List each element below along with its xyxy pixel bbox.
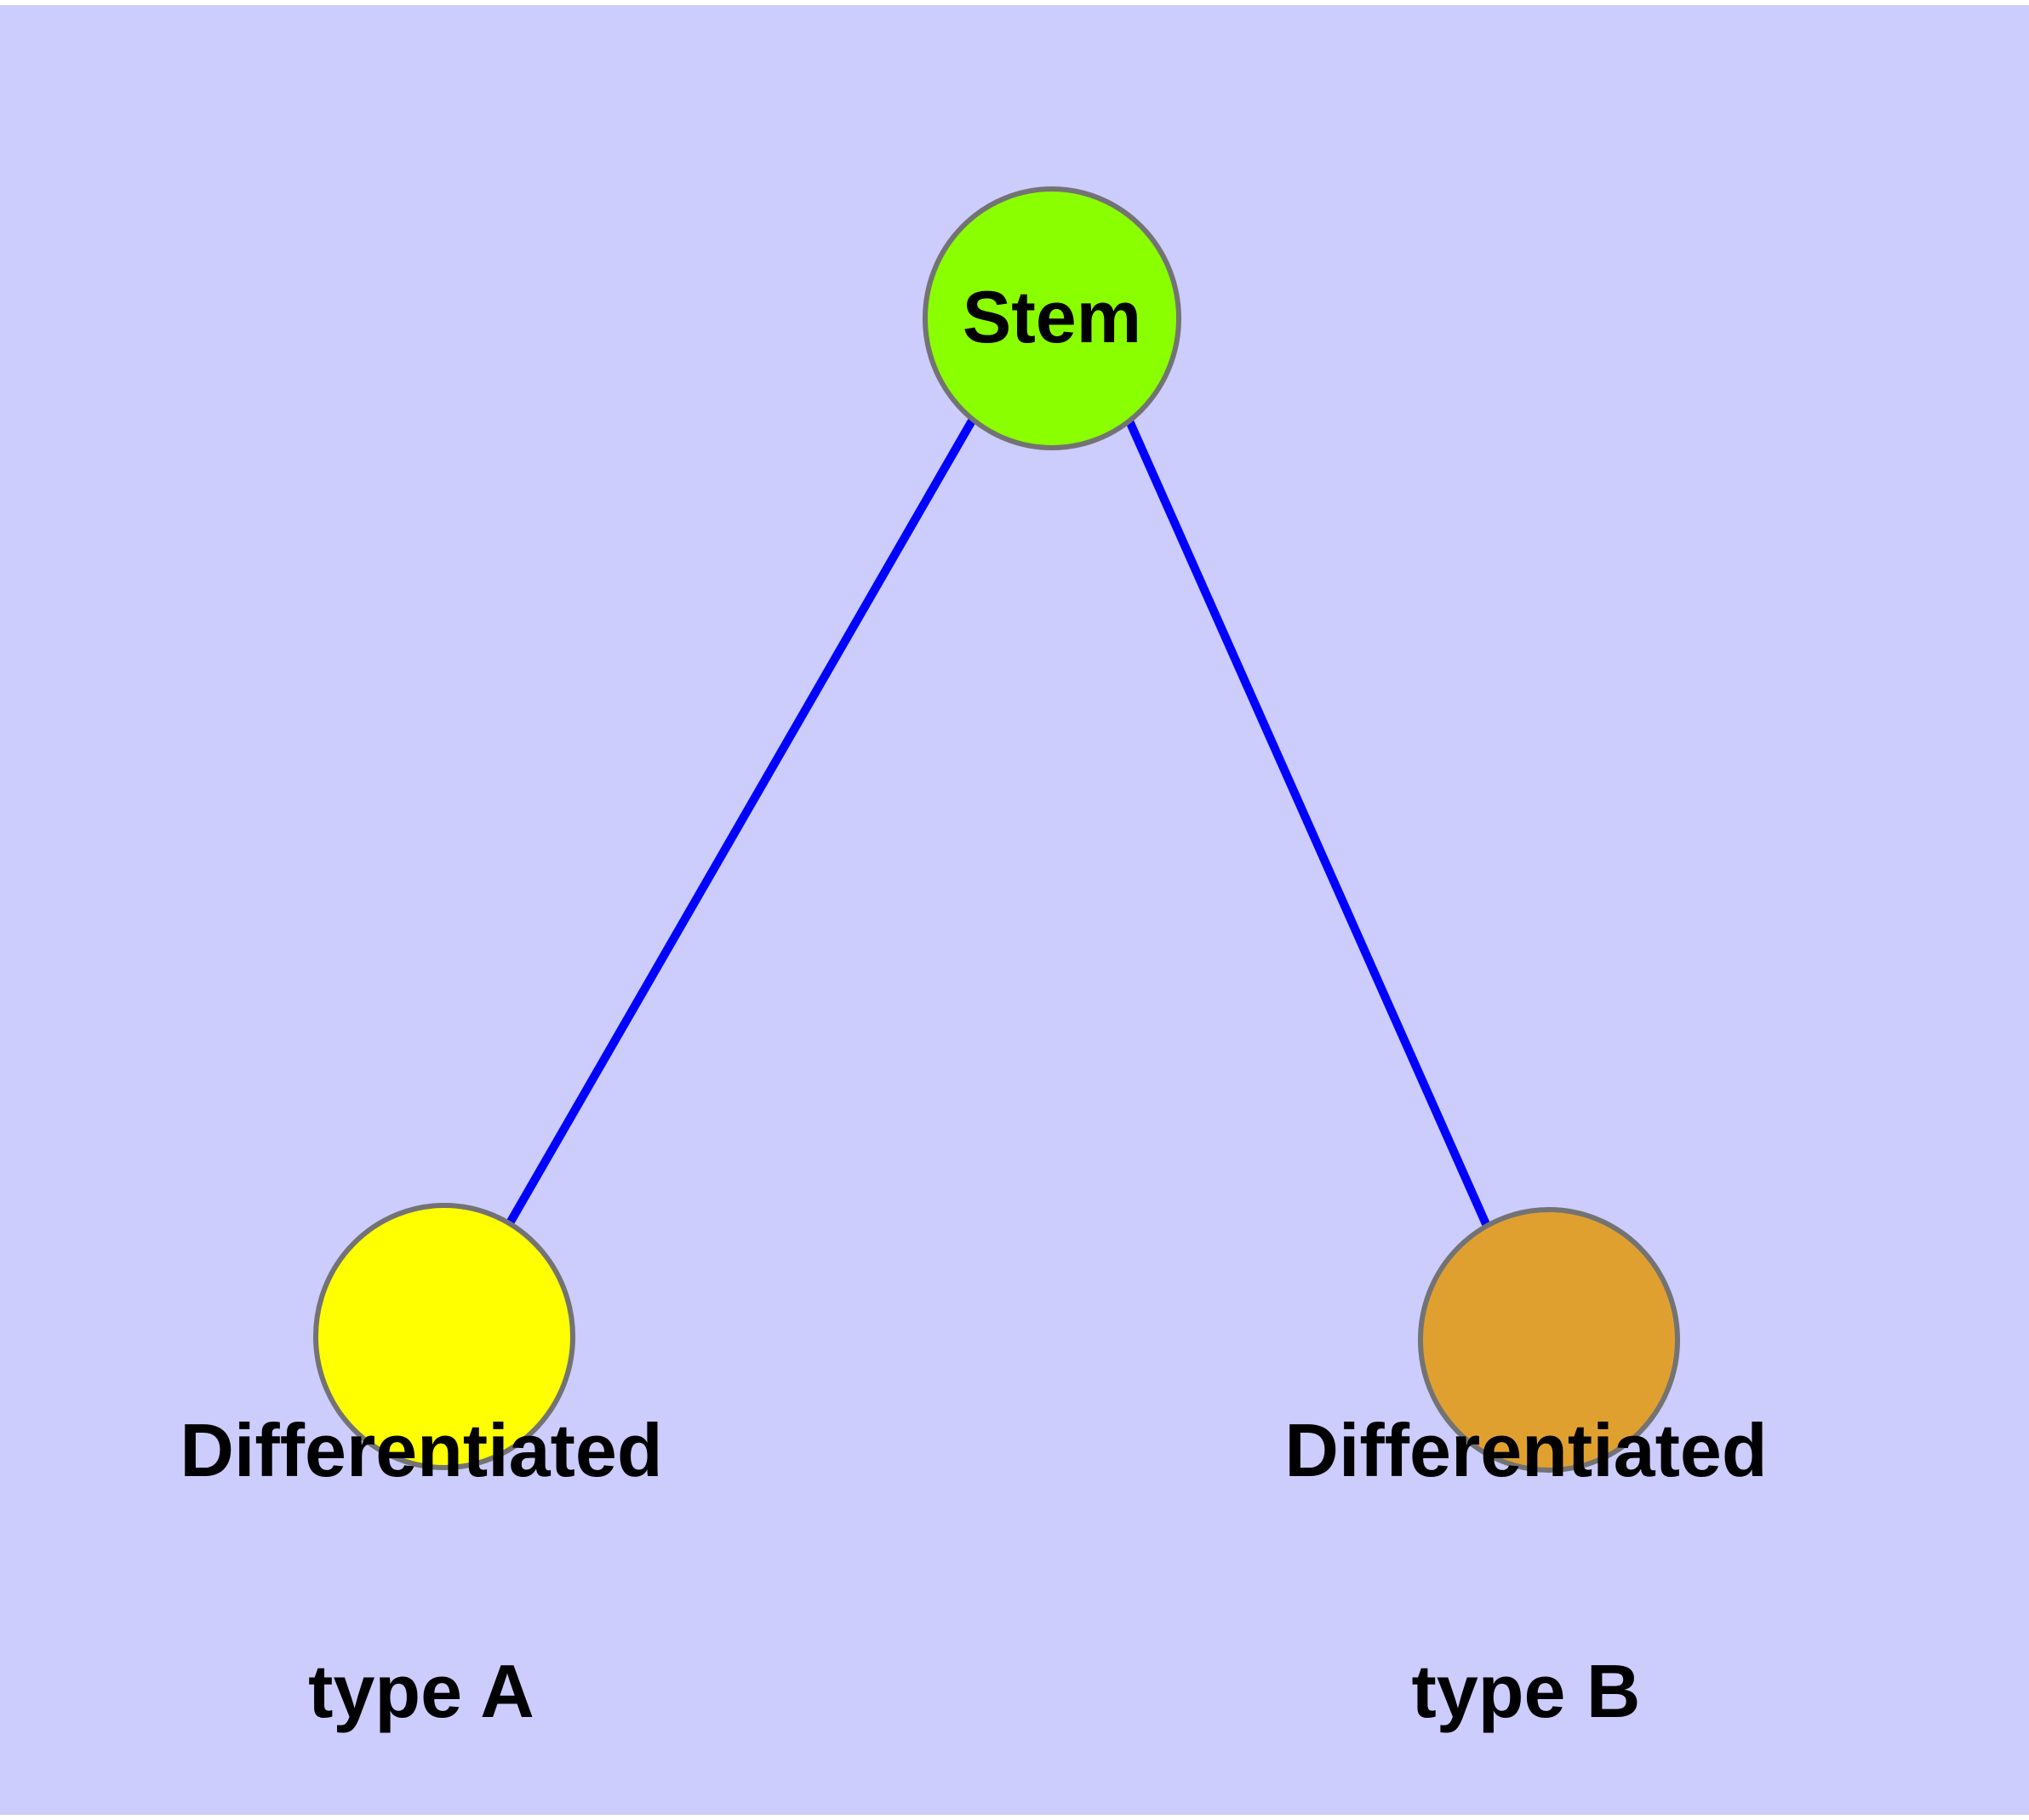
edge-stem-to-differentiated-b <box>1113 392 1490 1227</box>
edge-layer <box>506 392 1490 1227</box>
node-differentiated-type-a[interactable] <box>313 1203 575 1470</box>
node-layer <box>313 186 1680 1473</box>
node-differentiated-type-b[interactable] <box>1418 1207 1680 1473</box>
node-stem[interactable] <box>923 186 1181 450</box>
edge-stem-to-differentiated-a <box>506 392 992 1224</box>
